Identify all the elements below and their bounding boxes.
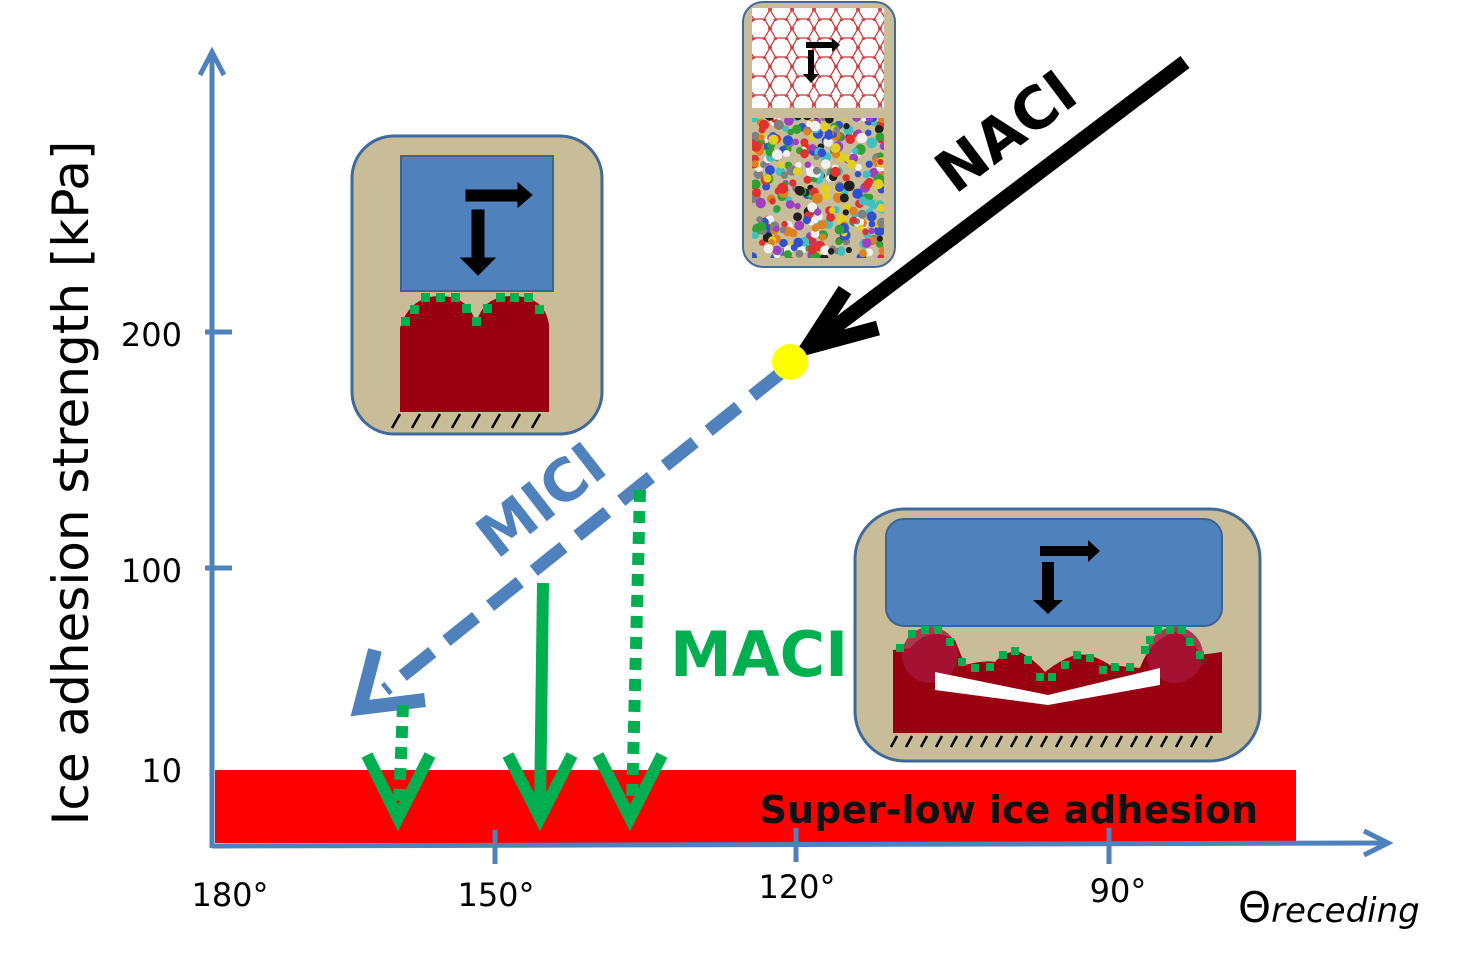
- hydrophobic-dots: [896, 626, 1204, 681]
- naci-arrow: [791, 56, 1190, 360]
- x-axis-label: Θreceding: [1238, 883, 1420, 932]
- theta-subscript: receding: [1271, 891, 1420, 931]
- maci-arrow-dotted-2: [626, 489, 646, 806]
- shear-arrow-icon: [803, 38, 840, 83]
- band-label: Super-low ice adhesion: [760, 788, 1258, 832]
- y-axis: [197, 46, 232, 848]
- mici-inset: [350, 134, 604, 436]
- maci-arrows: [361, 489, 668, 832]
- y-tick-10: 10: [141, 752, 182, 790]
- x-tick-150: 150°: [457, 876, 534, 914]
- naci-molecular-inset: [742, 1, 896, 268]
- yellow-point: [772, 344, 808, 380]
- maci-label: MACI: [670, 618, 848, 691]
- shear-arrow-icon: [459, 181, 533, 276]
- maci-inset: [853, 507, 1262, 763]
- maci-arrow-solid: [534, 582, 549, 811]
- theta-symbol: Θ: [1238, 883, 1271, 932]
- y-axis-label: Ice adhesion strength [kPa]: [42, 141, 100, 826]
- maci-arrow-dotted-1: [393, 704, 409, 806]
- y-tick-100: 100: [121, 552, 182, 590]
- x-tick-120: 120°: [758, 868, 835, 906]
- naci-label: NACI: [923, 57, 1090, 206]
- x-axis: [211, 828, 1394, 864]
- x-tick-180: 180°: [191, 876, 268, 914]
- y-tick-200: 200: [121, 316, 182, 354]
- x-tick-90: 90°: [1090, 872, 1147, 910]
- mici-label: MICI: [464, 429, 619, 571]
- shear-arrow-icon: [1033, 540, 1100, 614]
- mici-arrow: [350, 366, 787, 717]
